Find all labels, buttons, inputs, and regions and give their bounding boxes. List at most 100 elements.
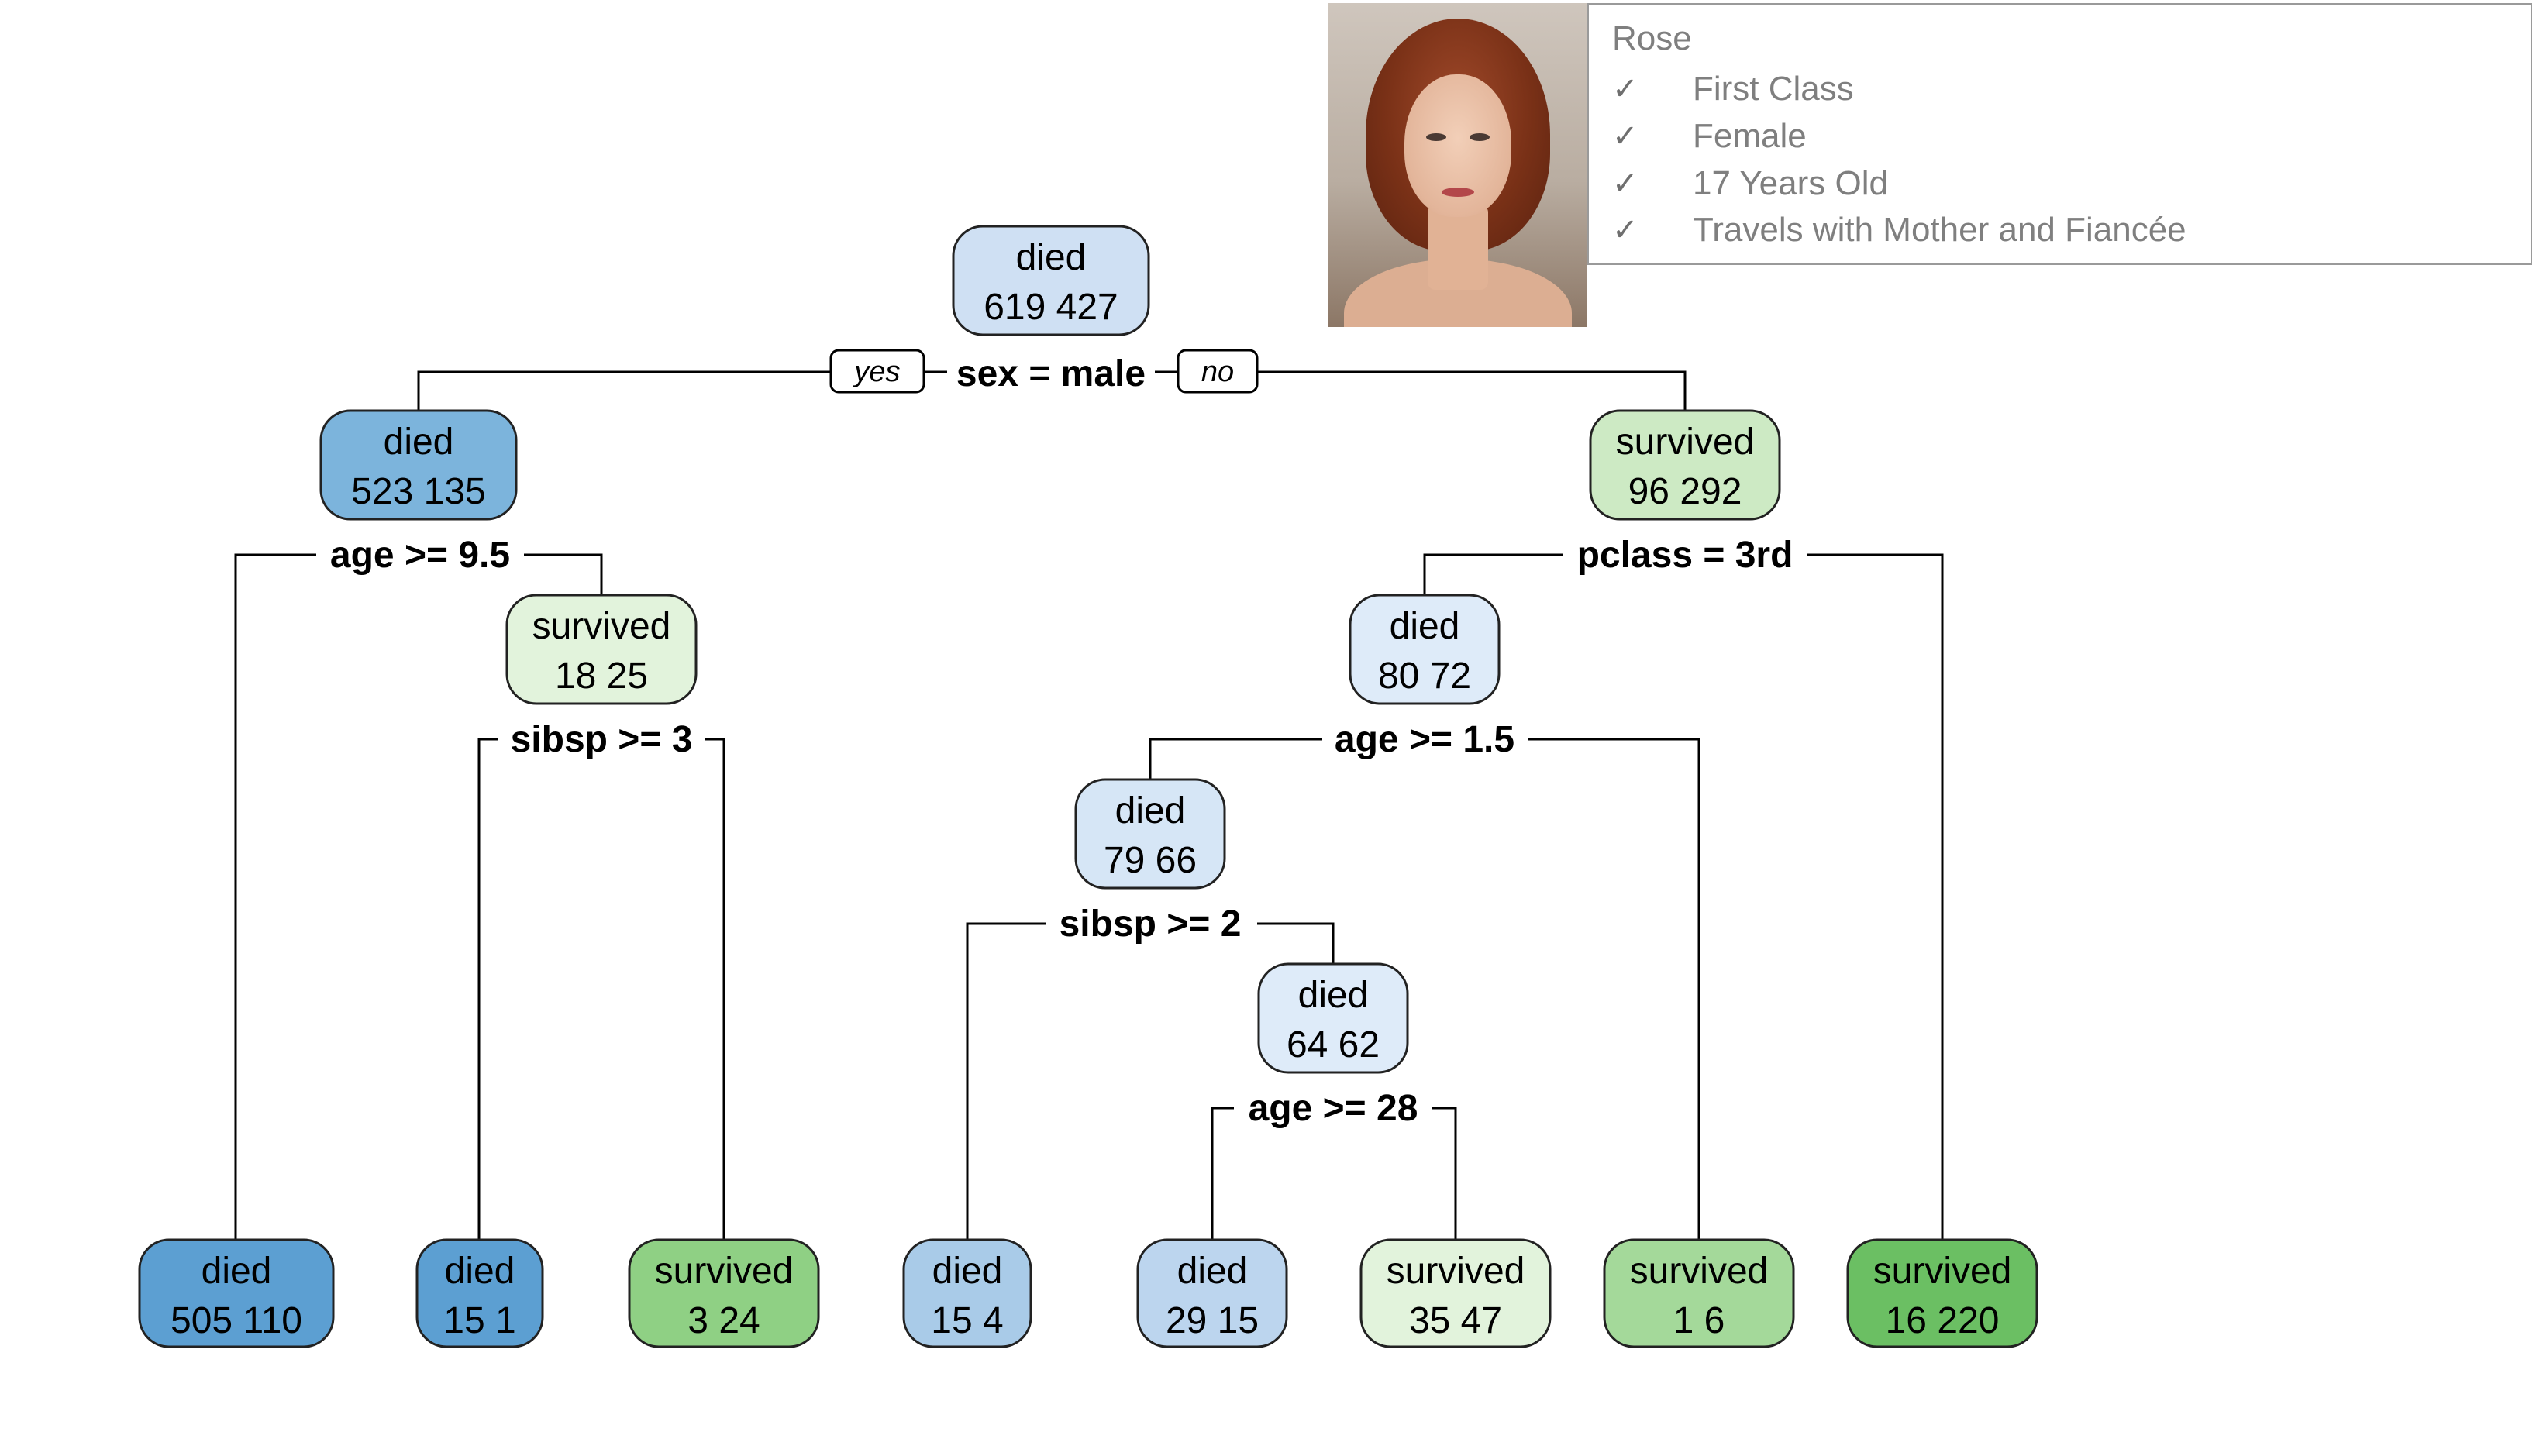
node-counts: 35 47 xyxy=(1409,1300,1502,1341)
node-counts: 619 427 xyxy=(984,287,1118,328)
node-class: died xyxy=(445,1251,515,1292)
portrait-lips xyxy=(1442,188,1474,197)
tree-nodes: died 619 427 died 523 135 survived 96 29… xyxy=(138,225,2038,1348)
edge-root-right xyxy=(1257,370,1687,415)
attribute-text: Female xyxy=(1693,117,1807,155)
tree-leaf-6: survived 35 47 xyxy=(1359,1238,1552,1348)
node-counts: 18 25 xyxy=(555,656,648,697)
yes-tag-label: yes xyxy=(852,356,900,388)
split-labels: sex = male age >= 9.5 pclass = 3rd sibsp… xyxy=(330,353,1793,1129)
split-label-sibsp-3: sibsp >= 3 xyxy=(511,719,693,760)
tree-edges xyxy=(234,370,1944,1241)
node-class: survived xyxy=(655,1251,794,1292)
node-box xyxy=(628,1238,820,1348)
checkmark-icon: ✓ xyxy=(1612,166,1638,201)
edge-female-right xyxy=(1807,553,1944,1241)
tree-node-f3-age: died 79 66 xyxy=(1074,778,1226,890)
node-class: survived xyxy=(1387,1251,1525,1292)
node-class: died xyxy=(202,1251,272,1292)
edge-root-left xyxy=(417,370,831,415)
node-counts: 79 66 xyxy=(1104,840,1197,881)
node-box xyxy=(1136,1238,1288,1348)
tree-leaf-7: survived 1 6 xyxy=(1603,1238,1795,1348)
node-box xyxy=(1846,1238,2038,1348)
no-tag-label: no xyxy=(1201,356,1234,388)
split-label-age-28: age >= 28 xyxy=(1249,1088,1418,1129)
attribute-item: ✓ First Class xyxy=(1612,70,2527,108)
checkmark-icon: ✓ xyxy=(1612,71,1638,107)
node-class: died xyxy=(1016,237,1087,278)
portrait-eye-left xyxy=(1426,133,1446,141)
split-label-pclass: pclass = 3rd xyxy=(1577,535,1793,576)
node-class: survived xyxy=(1630,1251,1769,1292)
node-box xyxy=(1603,1238,1795,1348)
attribute-text: First Class xyxy=(1693,70,1854,108)
attribute-item: ✓ 17 Years Old xyxy=(1612,164,2527,203)
edge-f3-left xyxy=(1149,738,1322,781)
edge-f3-right xyxy=(1528,738,1700,1241)
node-class: died xyxy=(1390,606,1460,647)
tree-node-young-male: survived 18 25 xyxy=(505,594,698,705)
checkmark-icon: ✓ xyxy=(1612,119,1638,154)
node-box xyxy=(1589,409,1781,521)
yes-tag-box xyxy=(829,349,925,394)
attribute-text: Travels with Mother and Fiancée xyxy=(1693,211,2186,249)
tree-node-male: died 523 135 xyxy=(319,409,518,521)
node-counts: 3 24 xyxy=(687,1300,760,1341)
edge-young-right xyxy=(705,738,725,1241)
node-counts: 96 292 xyxy=(1628,471,1742,512)
node-class: died xyxy=(384,422,454,463)
node-box xyxy=(1074,778,1226,890)
node-box xyxy=(1257,962,1409,1074)
node-box xyxy=(505,594,698,705)
edge-female-left xyxy=(1423,553,1563,598)
edge-f3sib-right xyxy=(1432,1107,1457,1241)
node-class: died xyxy=(1115,790,1186,831)
yes-tag: yes xyxy=(829,349,925,394)
node-box xyxy=(138,1238,335,1348)
node-class: died xyxy=(1298,975,1369,1016)
tree-leaf-8: survived 16 220 xyxy=(1846,1238,2038,1348)
edge-f3age-left xyxy=(966,922,1046,1241)
portrait-eye-right xyxy=(1470,133,1490,141)
tree-node-root: died 619 427 xyxy=(952,225,1150,336)
edge-male-left xyxy=(234,553,316,1241)
tree-leaf-1: died 505 110 xyxy=(138,1238,335,1348)
node-counts: 505 110 xyxy=(171,1300,302,1341)
node-counts: 523 135 xyxy=(351,471,486,512)
node-box xyxy=(319,409,518,521)
split-label-sex: sex = male xyxy=(956,353,1146,394)
tree-leaf-4: died 15 4 xyxy=(902,1238,1032,1348)
node-box xyxy=(1349,594,1501,705)
node-counts: 16 220 xyxy=(1886,1300,2000,1341)
node-counts: 15 1 xyxy=(443,1300,515,1341)
node-class: died xyxy=(932,1251,1003,1292)
checkmark-icon: ✓ xyxy=(1612,212,1638,248)
no-tag: no xyxy=(1177,349,1259,394)
tree-leaf-5: died 29 15 xyxy=(1136,1238,1288,1348)
edge-f3age-right xyxy=(1257,922,1335,966)
tree-node-female-3rd: died 80 72 xyxy=(1349,594,1501,705)
node-class: survived xyxy=(1873,1251,2012,1292)
passenger-info-panel: Rose ✓ First Class ✓ Female ✓ 17 Years O… xyxy=(1587,3,2532,265)
node-counts: 64 62 xyxy=(1287,1024,1380,1065)
node-box xyxy=(415,1238,544,1348)
tree-leaf-3: survived 3 24 xyxy=(628,1238,820,1348)
node-box xyxy=(902,1238,1032,1348)
node-counts: 15 4 xyxy=(931,1300,1003,1341)
edge-male-right xyxy=(524,553,603,598)
attribute-item: ✓ Travels with Mother and Fiancée xyxy=(1612,211,2527,250)
attribute-item: ✓ Female xyxy=(1612,117,2527,156)
node-counts: 29 15 xyxy=(1166,1300,1259,1341)
portrait-neck xyxy=(1428,205,1488,290)
split-label-age-1-5: age >= 1.5 xyxy=(1335,719,1514,760)
split-label-sibsp-2: sibsp >= 2 xyxy=(1060,904,1242,945)
node-class: died xyxy=(1177,1251,1248,1292)
edge-young-left xyxy=(477,738,498,1241)
tree-node-female: survived 96 292 xyxy=(1589,409,1781,521)
node-class: survived xyxy=(532,606,671,647)
node-class: survived xyxy=(1616,422,1755,463)
portrait-photo xyxy=(1328,3,1587,327)
edge-f3sib-left xyxy=(1211,1107,1234,1241)
